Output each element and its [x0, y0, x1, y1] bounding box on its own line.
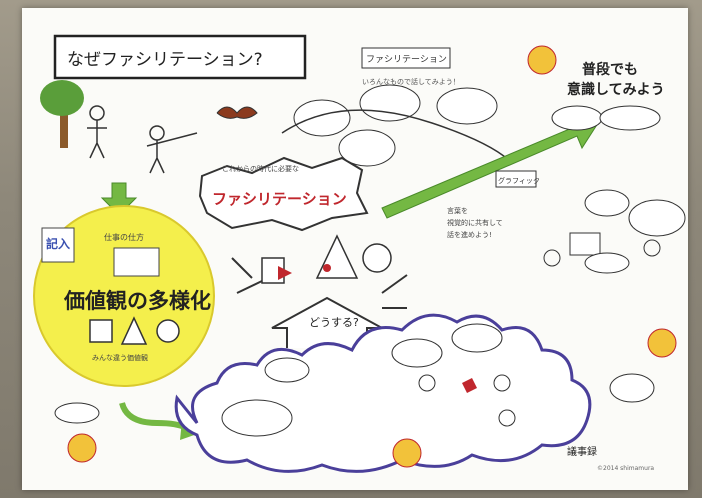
top-right-line1: 普段でも — [582, 61, 638, 78]
circle-face-icon — [362, 243, 392, 273]
illustration-canvas: なぜファシリテーション? 記入 価値観の多様化 仕事の仕方 みんな — [33, 34, 686, 473]
graphic-label: グラフィック — [498, 176, 540, 185]
square-shape-icon — [89, 319, 113, 343]
speech-bubble — [609, 373, 655, 403]
person-icon — [89, 105, 105, 121]
person-body — [87, 120, 107, 159]
book-label: 記入 — [46, 236, 70, 251]
up-arrow-shape — [271, 296, 383, 348]
speech-bubble — [599, 105, 661, 131]
archer-body — [146, 132, 198, 174]
rays-lines — [231, 257, 408, 309]
tree-icon — [40, 80, 84, 116]
graphic-note-2: 視覚的に共有して — [447, 218, 503, 227]
speech-bubble — [436, 87, 498, 125]
speech-bubble — [338, 129, 396, 167]
graphic-box — [495, 170, 537, 188]
graphic-note-3: 話を進めよう! — [447, 230, 492, 239]
book-icon — [41, 227, 75, 263]
facilitation-box — [361, 47, 451, 69]
diversity-text: 価値観の多様化 — [63, 289, 211, 313]
person-icon-2 — [149, 125, 165, 141]
speech-bubble — [551, 105, 603, 131]
board-icon — [569, 232, 601, 256]
triangle-eye — [323, 264, 331, 272]
cloud-line — [281, 109, 513, 164]
papers-icon — [113, 247, 160, 277]
speech-bubble — [584, 252, 630, 274]
center-label: ファシリテーション — [212, 190, 347, 208]
top-right-line2: 意識してみよう — [567, 81, 665, 98]
green-curve-arrow — [119, 402, 189, 431]
speech-bubble — [391, 338, 443, 368]
character-icon — [67, 433, 97, 463]
person-head — [643, 239, 661, 257]
center-subtitle: これからの時代に必要な — [222, 164, 299, 173]
speech-bubble — [584, 189, 630, 217]
person-head — [493, 374, 511, 392]
character-icon — [527, 45, 557, 75]
speech-bubble — [628, 199, 686, 237]
graphic-note-1: 言葉を — [447, 206, 468, 215]
character-icon — [647, 328, 677, 358]
facilitation-sub: いろんなもので話してみよう！ — [362, 77, 460, 86]
bird-icon — [216, 106, 258, 119]
title-box — [53, 34, 307, 80]
speech-bubble — [54, 402, 100, 424]
burst-shape — [198, 156, 369, 232]
minutes-label: 議事録 — [567, 445, 597, 458]
lightbulb-icon — [418, 374, 436, 392]
speech-bubble — [221, 399, 293, 437]
person-head — [543, 249, 561, 267]
speech-bubble — [293, 99, 351, 137]
red-mark-icon — [462, 378, 477, 393]
page-title: なぜファシリテーション? — [67, 50, 263, 70]
play-icon — [278, 266, 292, 280]
person-head — [498, 409, 516, 427]
speech-bubble — [264, 357, 310, 383]
speech-bubble — [451, 323, 503, 353]
graphic-recording-sheet: なぜファシリテーション? 記入 価値観の多様化 仕事の仕方 みんな — [22, 8, 688, 490]
how-label: どうする? — [309, 316, 359, 329]
different-values-text: みんな違う価値観 — [92, 353, 148, 362]
triangle-shape-icon — [120, 316, 148, 345]
big-green-arrow — [381, 115, 601, 219]
circle-shape-icon — [156, 319, 180, 343]
triangle-face-icon — [315, 234, 359, 279]
character-icon — [392, 438, 422, 468]
tree-trunk — [60, 103, 68, 148]
work-style-text: 仕事の仕方 — [104, 232, 144, 242]
purple-cloud — [174, 313, 592, 473]
copyright: ©2014 shimamura — [597, 465, 654, 472]
facilitation-label: ファシリテーション — [366, 54, 447, 65]
speech-bubble — [359, 84, 421, 122]
